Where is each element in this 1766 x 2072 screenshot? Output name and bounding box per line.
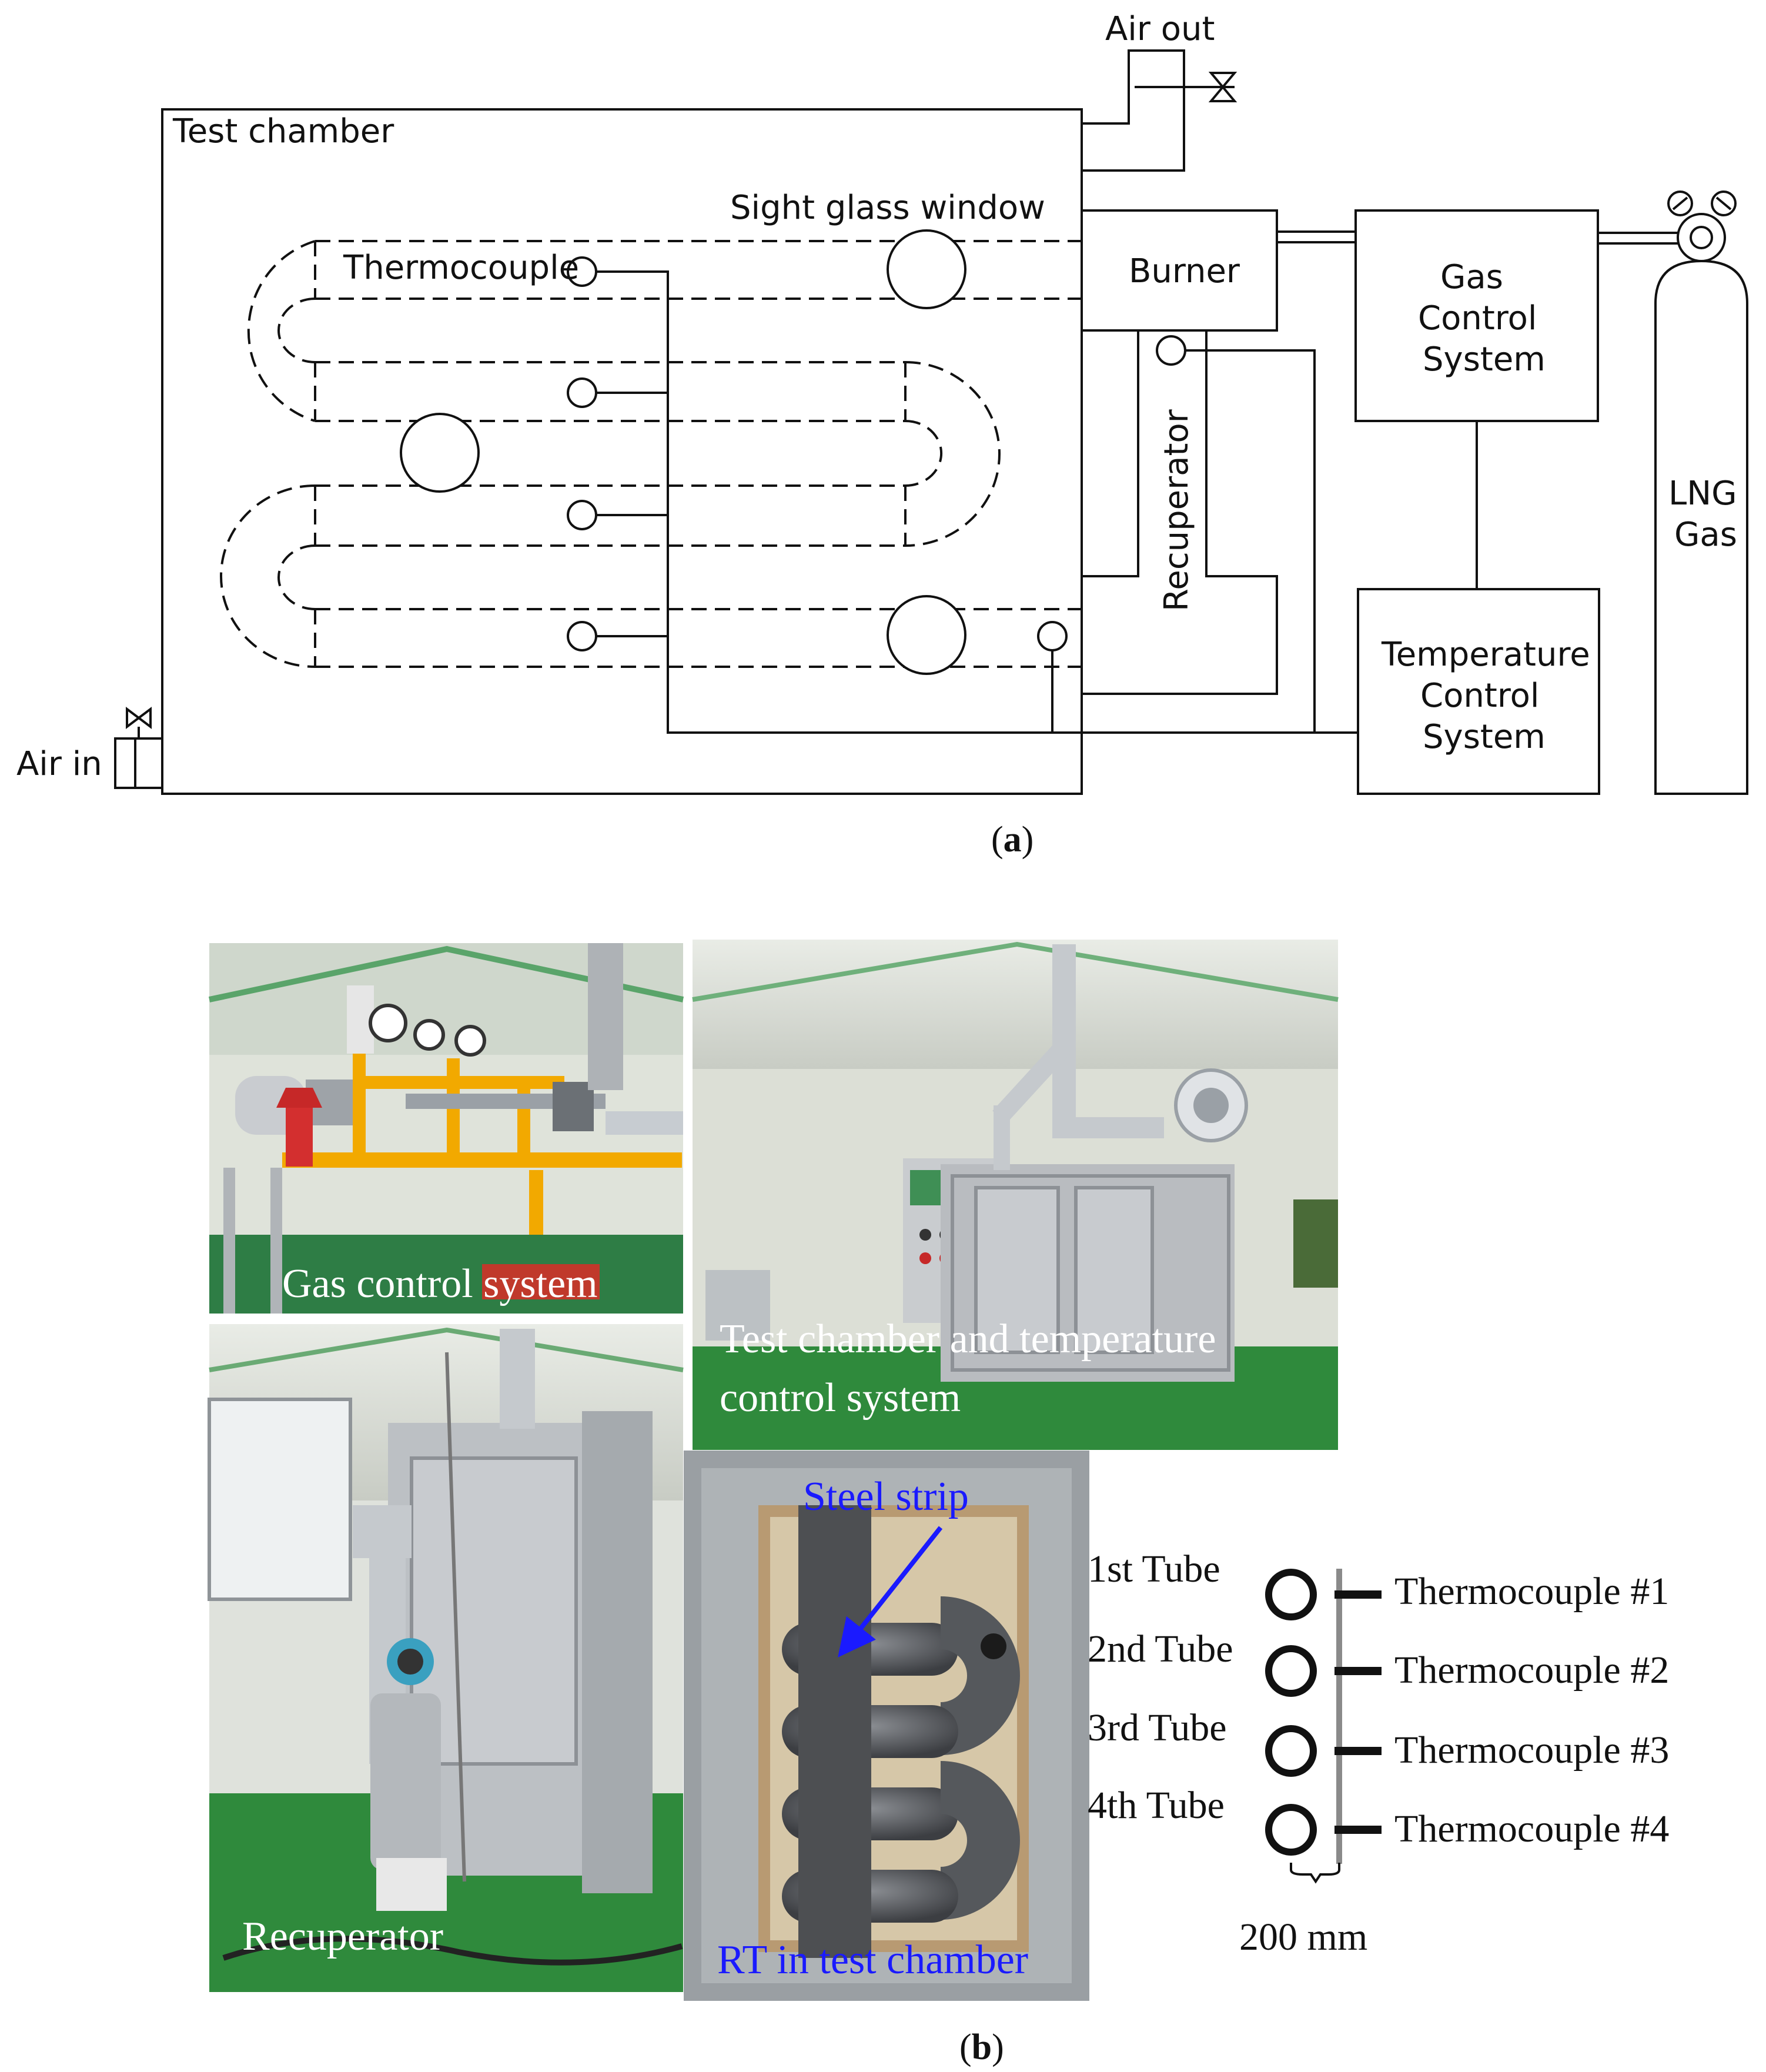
photo-label-gas-control: Gas control system [282, 1261, 598, 1306]
temp-control-label-2: Control [1420, 677, 1539, 715]
thermocouple-sensor-2 [567, 377, 597, 408]
photo-recuperator: Recuperator [208, 1324, 684, 1992]
photo-label-recuperator: Recuperator [242, 1914, 443, 1959]
steel-strip [798, 1505, 871, 1958]
sight-glass-label: Sight glass window [730, 189, 1045, 227]
thermocouple-label-2: Thermocouple #2 [1394, 1649, 1669, 1692]
air-in-label: Air in [16, 745, 102, 783]
tube-label-3: 3rd Tube [1088, 1706, 1227, 1749]
burner-box [1081, 209, 1278, 332]
thermocouple-label-3: Thermocouple #3 [1394, 1729, 1669, 1772]
steel-strip-arrow [838, 1526, 943, 1657]
thermocouple-sensor-6 [1156, 335, 1186, 366]
photo-rt-in-test-chamber: Steel strip RT in test chamber [684, 1451, 1089, 2001]
sight-glass-window-1 [887, 229, 966, 309]
thermocouple-wiring [596, 270, 1358, 734]
spacing-label: 200 mm [1239, 1916, 1367, 1959]
burner-label: Burner [1129, 252, 1240, 290]
tube-marker-2 [1265, 1645, 1317, 1697]
gas-control-system-box [1354, 209, 1599, 422]
tube-marker-4 [1265, 1804, 1317, 1856]
recuperator-duct [1082, 329, 1278, 695]
caption-a: (a) [991, 820, 1033, 860]
lng-label-1: LNG [1668, 474, 1737, 513]
test-chamber-box [161, 108, 1083, 795]
air-in-valve-icon [126, 707, 152, 729]
sight-glass-window-2 [400, 413, 480, 493]
air-out-label: Air out [1105, 10, 1215, 48]
photo-test-chamber: Test chamber and temperature control sys… [692, 940, 1339, 1450]
thermocouple-sensor-4 [567, 621, 597, 651]
tube-marker-1 [1265, 1569, 1317, 1620]
thermocouple-label-4: Thermocouple #4 [1394, 1807, 1669, 1850]
steel-strip-label: Steel strip [803, 1474, 969, 1519]
photo-label-test-chamber-2: control system [720, 1375, 961, 1421]
thermocouple-label: Thermocouple [343, 249, 579, 287]
tube-label-1: 1st Tube [1088, 1548, 1220, 1590]
recuperator-label: Recuperator [1158, 409, 1196, 611]
thermocouple-sensor-1 [567, 256, 597, 287]
photo-gas-control-system: Gas control system [208, 943, 684, 1314]
photo-label-test-chamber-1: Test chamber and temperature [720, 1316, 1216, 1362]
temp-control-label-1: Temperature [1381, 636, 1590, 674]
lng-label-2: Gas [1674, 516, 1737, 554]
spacing-bracket-icon [1290, 1863, 1340, 1884]
tube-label-4: 4th Tube [1088, 1784, 1225, 1827]
tube-legend: 1st Tube 2nd Tube 3rd Tube 4th Tube Ther… [1088, 1548, 1669, 1959]
schematic-a: Test chamber Air out Air in [16, 10, 1748, 860]
lng-cylinder [1654, 191, 1748, 795]
gas-control-label-2: Control [1418, 299, 1537, 337]
thermocouple-label-1: Thermocouple #1 [1394, 1570, 1669, 1613]
tube-label-2: 2nd Tube [1088, 1627, 1233, 1670]
tube-marker-3 [1265, 1725, 1317, 1777]
rt-chamber-label: RT in test chamber [717, 1937, 1028, 1983]
air-out-duct [1082, 49, 1237, 172]
gas-control-label-1: Gas [1440, 258, 1503, 296]
air-out-valve-icon [1208, 72, 1237, 102]
temp-control-label-3: System [1423, 718, 1546, 756]
temperature-control-system-box [1357, 588, 1600, 795]
gas-control-label-3: System [1423, 340, 1546, 379]
caption-b: (b) [959, 2027, 1004, 2067]
sight-glass-window-3 [887, 595, 966, 675]
test-chamber-label: Test chamber [172, 112, 394, 151]
air-in-duct [114, 707, 163, 789]
thermocouple-sensor-3 [567, 500, 597, 530]
thermocouple-sensor-5 [1037, 621, 1068, 651]
